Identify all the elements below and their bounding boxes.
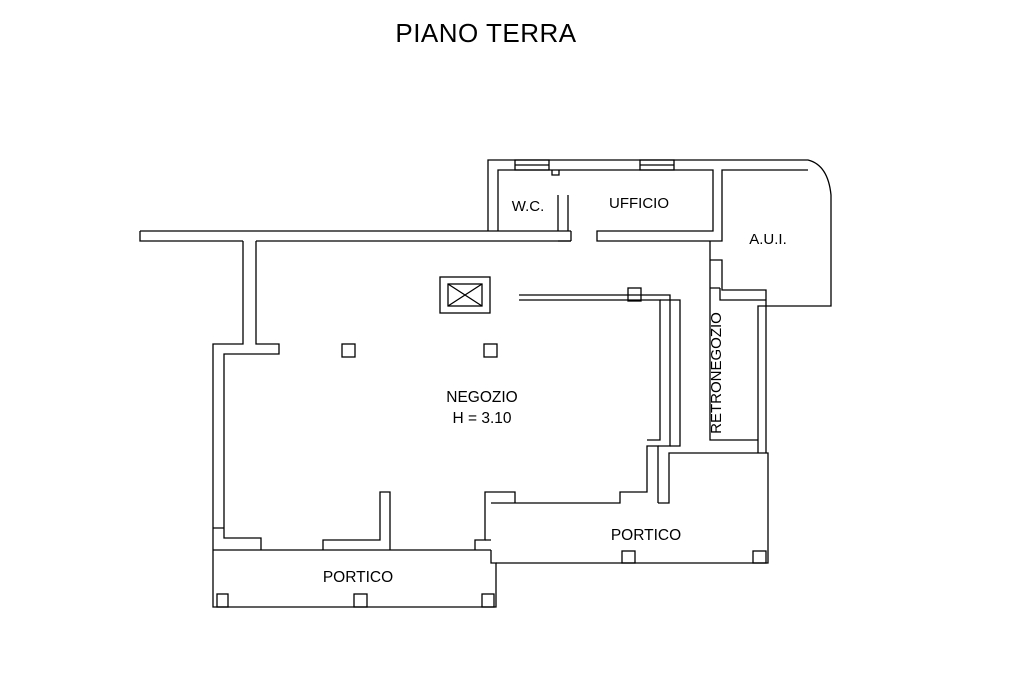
page-title: PIANO TERRA: [395, 18, 577, 48]
room-labels: W.C. UFFICIO A.U.I. RETRONEGOZIO NEGOZIO…: [323, 195, 787, 586]
wall-aui: [709, 241, 767, 306]
column-portico-right-2: [752, 550, 767, 564]
wall-shop-bottom: [213, 491, 516, 551]
label-aui: A.U.I.: [749, 231, 787, 248]
wall-top-left: [139, 230, 572, 242]
shaft-cross: [447, 283, 483, 307]
portico-right-outline: [491, 445, 769, 564]
wall-retronegozio: [660, 288, 767, 453]
label-negozio-height: H = 3.10: [452, 410, 511, 427]
wall-service-block: [487, 159, 832, 307]
door-wc: [551, 170, 560, 176]
window-ufficio: [639, 159, 675, 171]
label-retronegozio: RETRONEGOZIO: [708, 312, 725, 434]
column-portico-right-1: [621, 550, 636, 564]
column-shop-east: [627, 287, 642, 302]
shaft-inner: [447, 283, 483, 307]
label-wc: W.C.: [512, 198, 545, 215]
label-negozio: NEGOZIO: [446, 389, 517, 406]
wall-left: [212, 241, 280, 550]
column-portico-left-1: [216, 593, 229, 608]
wall-shop-east: [519, 294, 671, 447]
portico-left-outline: [212, 550, 497, 608]
column-interior-1: [341, 343, 356, 358]
label-portico-left: PORTICO: [323, 569, 393, 586]
window-wc: [514, 159, 550, 171]
column-interior-2: [483, 343, 498, 358]
label-ufficio: UFFICIO: [609, 195, 669, 212]
column-portico-left-2: [353, 593, 368, 608]
wall-shop-bottom-inner: [213, 527, 491, 541]
label-portico-right: PORTICO: [611, 527, 681, 544]
column-portico-left-3: [481, 593, 495, 608]
shaft-outer: [439, 276, 491, 314]
